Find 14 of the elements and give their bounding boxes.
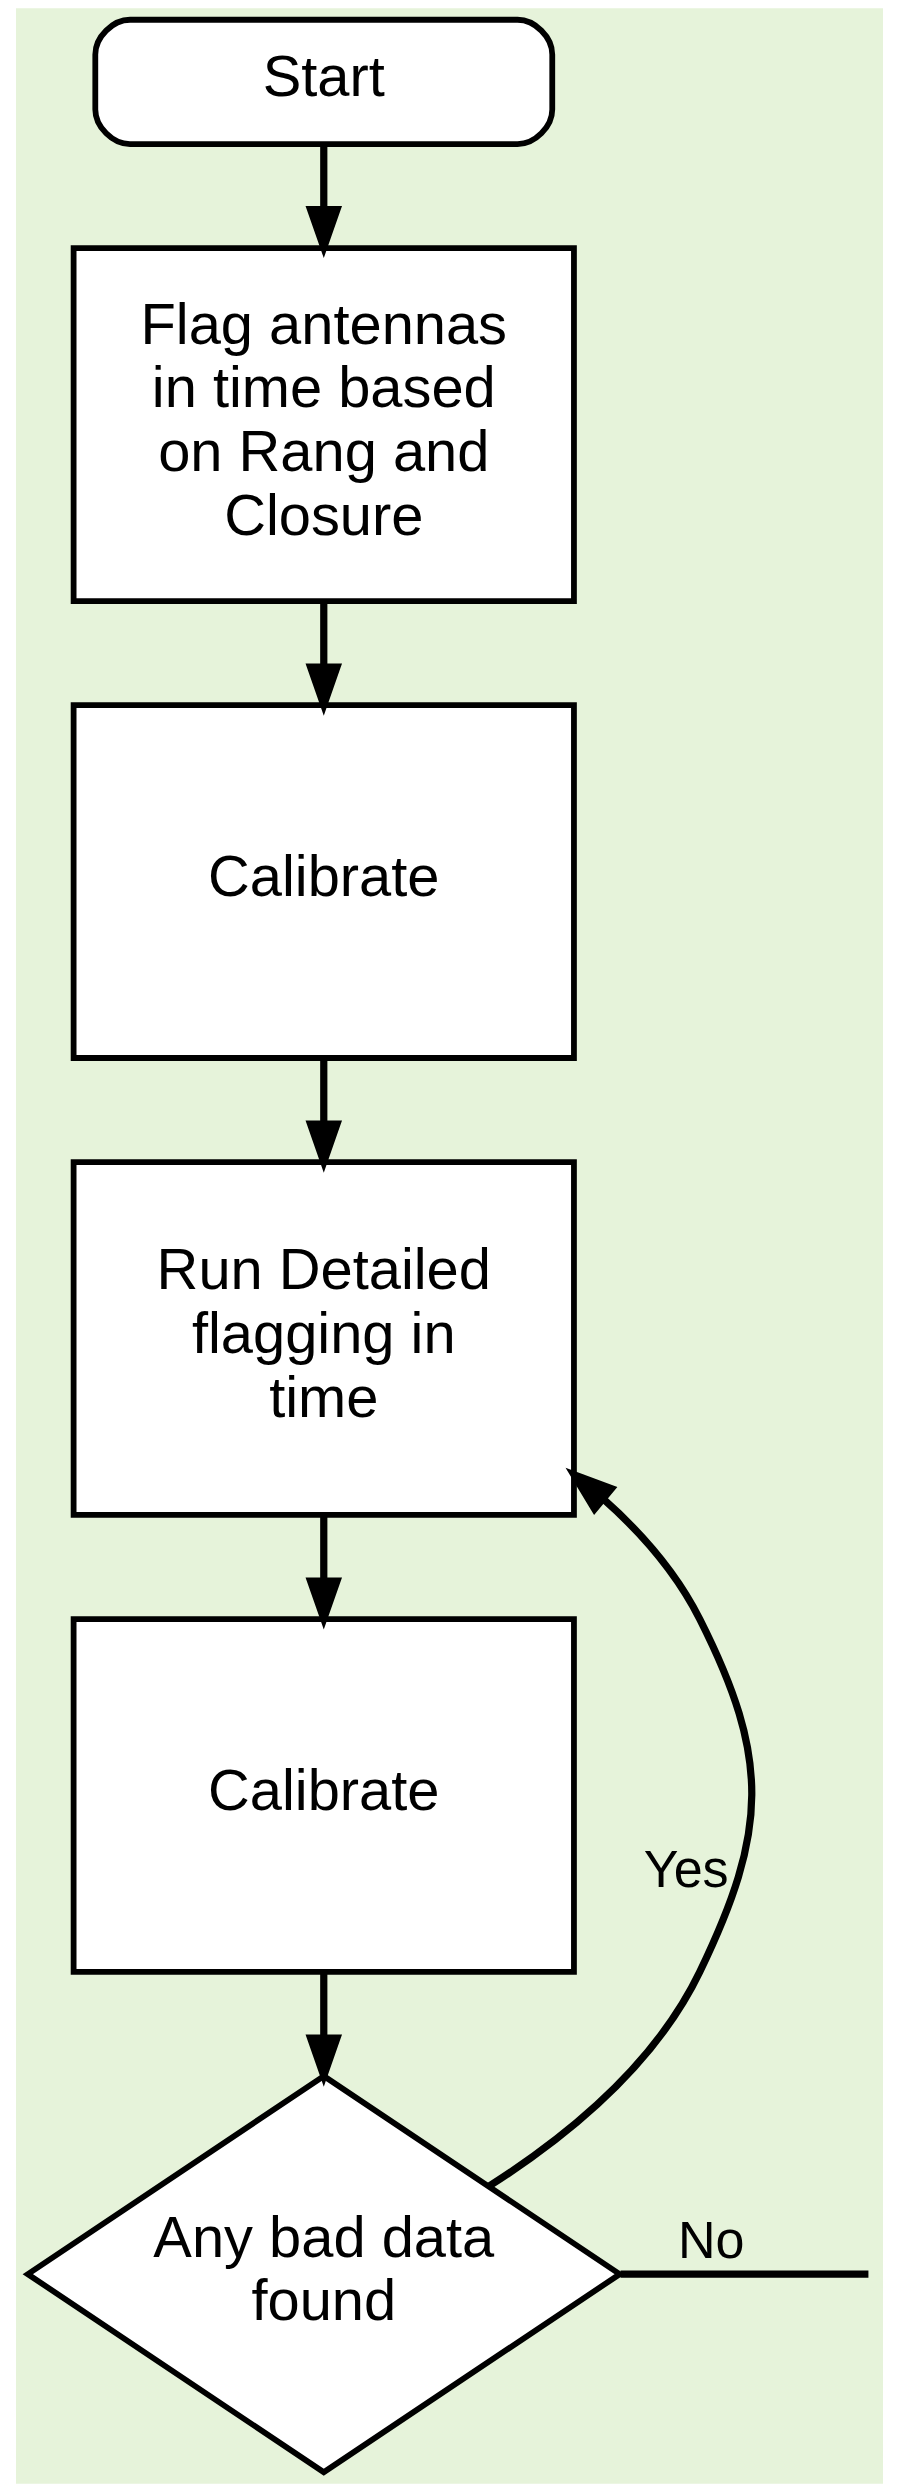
arrow [305, 1058, 342, 1173]
node-box: Flag antennas in time based on Rang and Closure [70, 245, 577, 604]
arrow [487, 1467, 755, 2189]
edge-label: No [677, 2210, 745, 2269]
arrow [305, 601, 342, 716]
arrow [305, 144, 342, 259]
arrow [305, 1973, 342, 2087]
node-box: Start [91, 16, 555, 147]
node-box: Calibrate [70, 1616, 577, 1975]
arrow [305, 1515, 342, 1630]
edge-label: Yes [643, 1839, 729, 1898]
node-box: Run Detailed flagging in time [70, 1159, 577, 1518]
node-box: Calibrate [70, 702, 577, 1061]
connector [620, 2270, 868, 2278]
